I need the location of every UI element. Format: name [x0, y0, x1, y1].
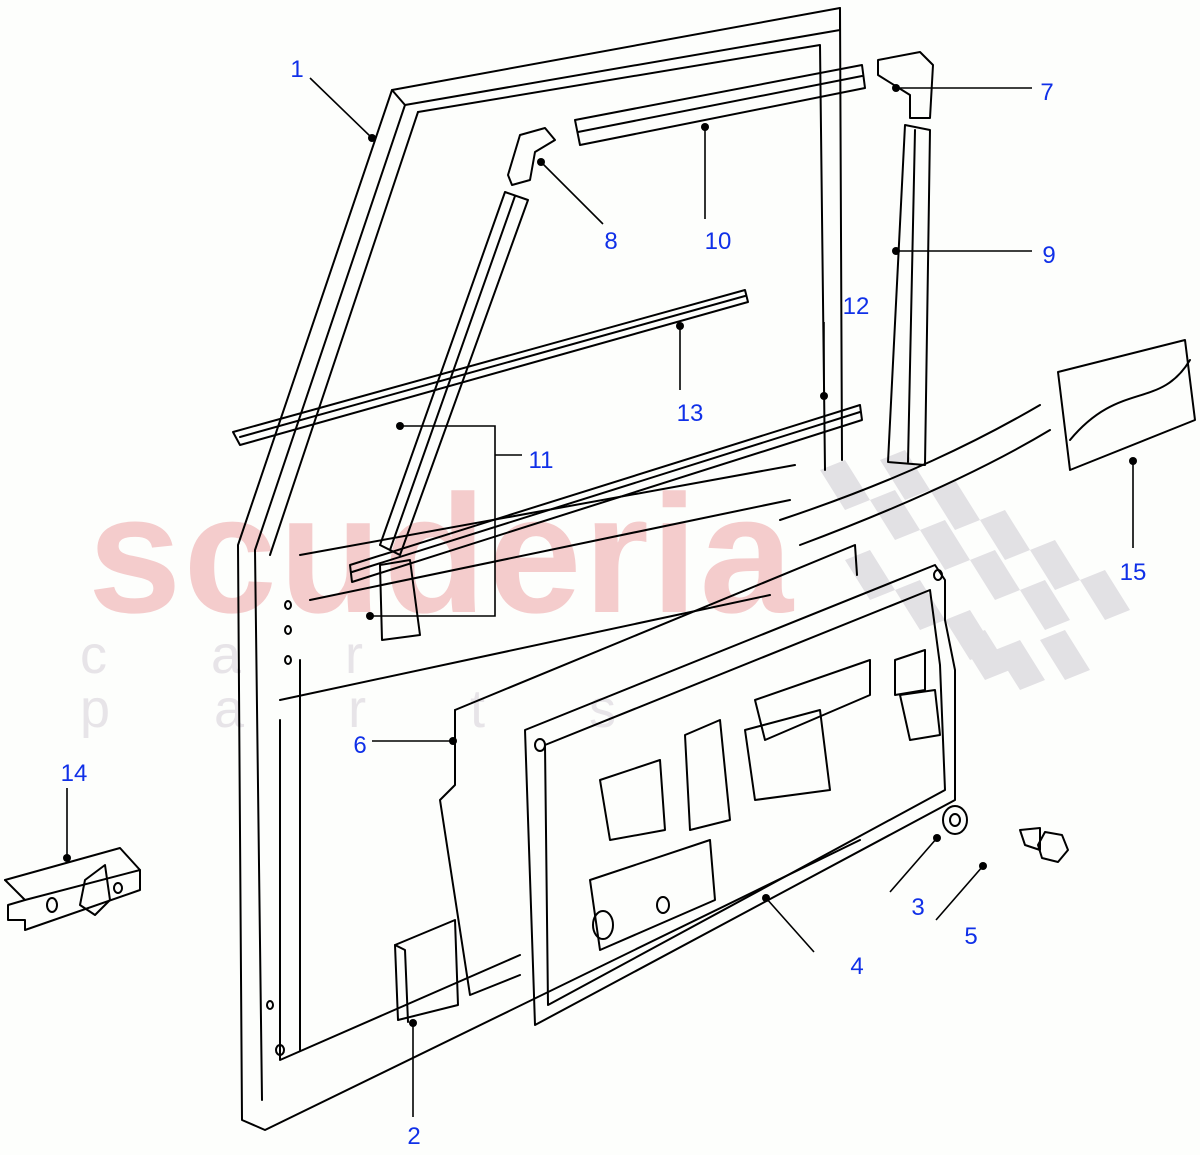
callout-12[interactable]: 12 [842, 293, 870, 320]
callout-6[interactable]: 6 [353, 732, 367, 759]
callout-4[interactable]: 4 [850, 953, 864, 980]
callout-13[interactable]: 13 [676, 400, 704, 427]
callout-15[interactable]: 15 [1119, 559, 1147, 586]
part-front-glass-channel [379, 191, 529, 641]
part-corner-piece-front [507, 127, 556, 186]
callout-7[interactable]: 7 [1040, 79, 1054, 106]
part-moisture-barrier [439, 544, 858, 996]
part-outer-waist-seal [349, 404, 863, 583]
part-inner-waist-seal [232, 289, 749, 446]
part-striker-bracket [4, 847, 141, 931]
part-sealing-patch [779, 339, 1196, 546]
callout-9[interactable]: 9 [1042, 242, 1056, 269]
callout-10[interactable]: 10 [704, 228, 732, 255]
callout-14[interactable]: 14 [60, 760, 88, 787]
callout-8[interactable]: 8 [604, 228, 618, 255]
part-washer [942, 805, 968, 835]
part-corner-piece-rear [877, 51, 934, 119]
part-bolt [1019, 827, 1069, 863]
callout-2[interactable]: 2 [407, 1123, 421, 1150]
part-door-frame [237, 7, 861, 1131]
callout-11[interactable]: 11 [528, 447, 554, 474]
callout-3[interactable]: 3 [911, 894, 925, 921]
callout-5[interactable]: 5 [964, 923, 978, 950]
part-rear-glass-channel [887, 124, 931, 466]
part-door-trim-panel [524, 564, 956, 1026]
part-spacer-block [394, 919, 459, 1023]
watermark-checker-icon [820, 450, 1130, 690]
leader-lines [63, 77, 1137, 1117]
callout-1[interactable]: 1 [290, 56, 304, 83]
part-top-glass-channel [574, 64, 866, 146]
